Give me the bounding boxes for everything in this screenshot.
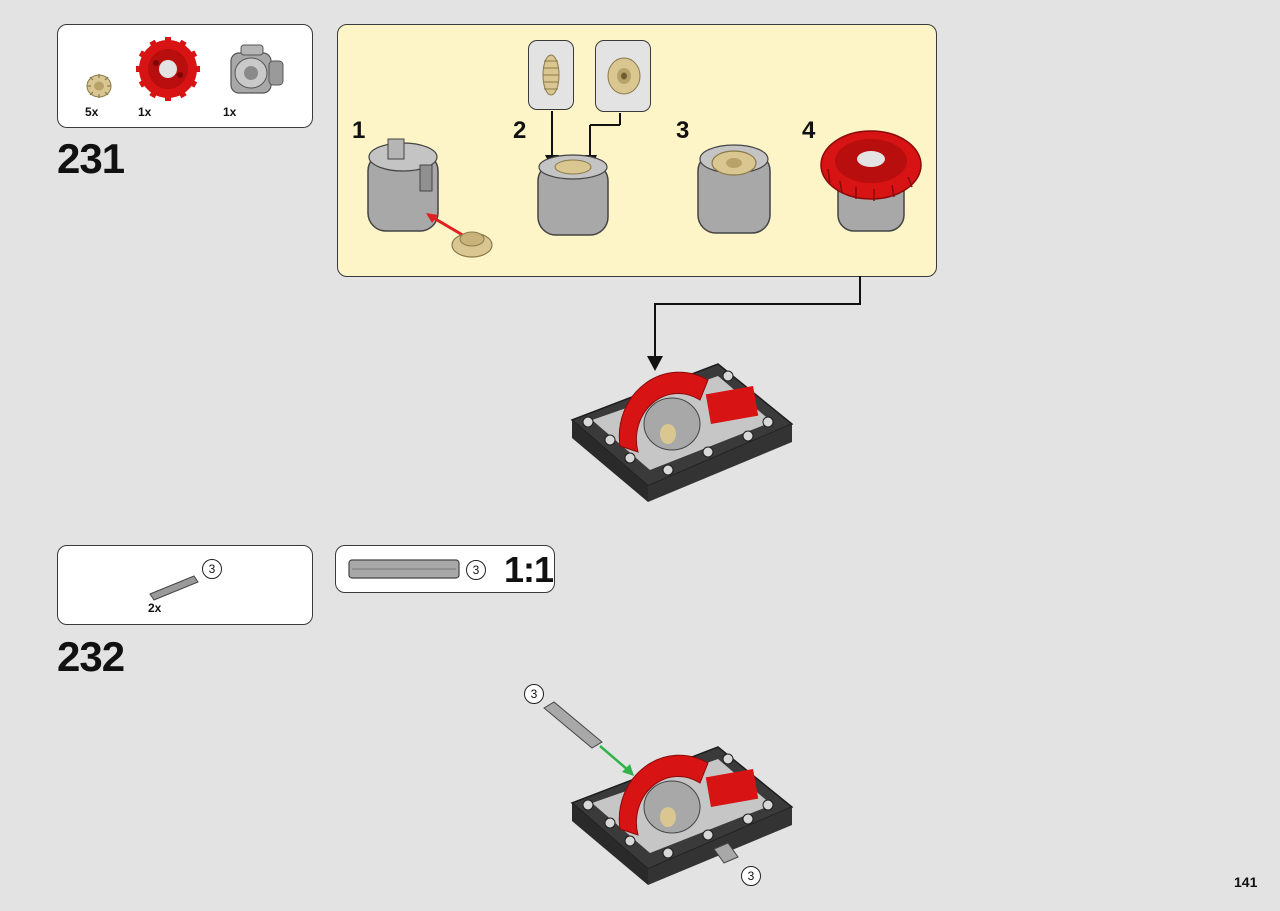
- frame-with-axles: [570, 746, 794, 885]
- red-gear-icon: [136, 37, 200, 101]
- part-qty: 1x: [223, 105, 237, 119]
- substep-3-illustration: [697, 144, 771, 234]
- substep-number: 2: [513, 117, 527, 144]
- substep-1-illustration: [367, 138, 493, 258]
- substep-number: 3: [676, 117, 690, 144]
- bevel-gear-callout: [528, 40, 574, 110]
- tan-bevel-gear-icon: [86, 74, 112, 98]
- frame-with-differential: [570, 363, 794, 502]
- step-number: 231: [57, 135, 125, 182]
- parts-list-box: 3 2x: [57, 545, 313, 625]
- bevel-gear-callout: [595, 40, 651, 112]
- substep-panel: 1 2 3 4: [337, 24, 937, 277]
- part-qty: 5x: [85, 105, 99, 119]
- tan-bevel-gear-icon: [542, 54, 560, 96]
- page-number: 141: [1234, 874, 1258, 890]
- axle-length-badge: 3: [202, 559, 222, 579]
- gray-differential-housing-icon: [230, 44, 284, 94]
- substep-number: 4: [802, 117, 816, 144]
- axle-length-badge: 3: [466, 560, 486, 580]
- scale-callout-box: 3 1:1: [335, 545, 555, 593]
- substep-number: 1: [352, 117, 366, 144]
- axle-insert-illustration: [543, 701, 634, 776]
- connector-arrow: [647, 276, 861, 371]
- axle-length-badge: 3: [524, 684, 544, 704]
- axle-length-badge: 3: [741, 866, 761, 886]
- axle-scale-icon: [348, 559, 460, 579]
- gray-axle-icon: [149, 575, 199, 601]
- substep-2-illustration: [537, 111, 621, 236]
- scale-ratio: 1:1: [504, 549, 554, 590]
- tan-bevel-gear-icon: [607, 57, 641, 95]
- part-qty: 2x: [148, 601, 162, 615]
- step-number: 232: [57, 633, 125, 680]
- parts-list-box: 5x 1x: [57, 24, 313, 128]
- substep-4-illustration: [820, 130, 922, 232]
- part-qty: 1x: [138, 105, 152, 119]
